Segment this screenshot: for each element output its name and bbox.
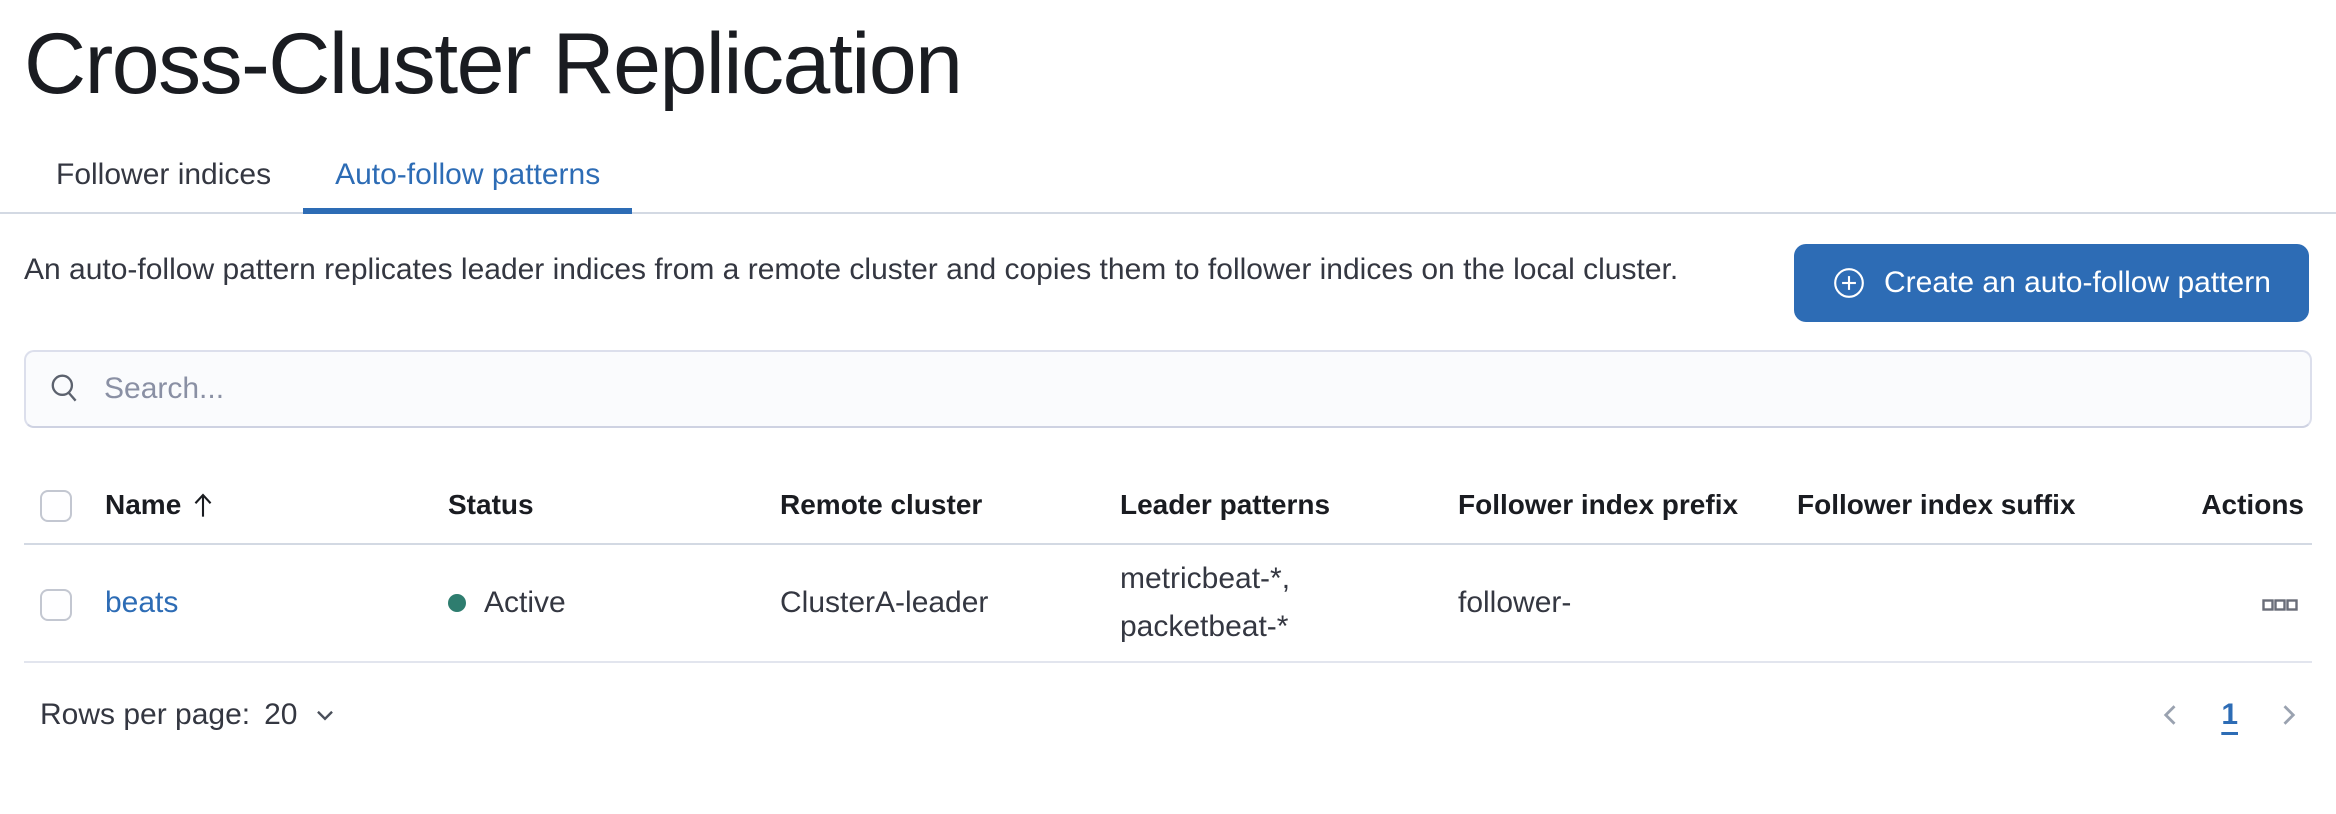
- plus-in-circle-icon: [1834, 268, 1864, 299]
- select-all-checkbox[interactable]: [40, 489, 72, 522]
- rows-per-page-value: 20: [264, 698, 298, 732]
- cross-cluster-replication-page: Cross-Cluster Replication Follower indic…: [0, 14, 2336, 814]
- tab-follower-indices[interactable]: Follower indices: [24, 157, 303, 214]
- create-auto-follow-pattern-button[interactable]: Create an auto-follow pattern: [1794, 244, 2309, 323]
- auto-follow-patterns-table: Name Status Remote cluster Leader patter…: [24, 466, 2312, 664]
- previous-page-button[interactable]: [2153, 697, 2189, 733]
- intro-section: An auto-follow pattern replicates leader…: [0, 244, 2336, 323]
- row-actions-button[interactable]: [2256, 593, 2304, 618]
- table-header-row: Name Status Remote cluster Leader patter…: [24, 466, 2312, 546]
- auto-follow-pattern-link-beats[interactable]: beats: [105, 586, 179, 620]
- page-1-button[interactable]: 1: [2215, 698, 2244, 732]
- remote-cluster-cell: ClusterA-leader: [772, 544, 1112, 664]
- status-active-dot: [448, 594, 466, 613]
- status-label: Active: [484, 586, 566, 620]
- chevron-down-icon: [316, 711, 333, 721]
- create-button-label: Create an auto-follow pattern: [1884, 266, 2271, 300]
- column-header-status: Status: [440, 466, 772, 546]
- table-row-beats: beats Active ClusterA-leader metricbeat-…: [24, 544, 2312, 664]
- tabs-bar: Follower indices Auto-follow patterns: [0, 157, 2336, 215]
- column-header-remote-cluster: Remote cluster: [772, 466, 1112, 546]
- boxes-horizontal-icon: [2262, 599, 2298, 612]
- leader-patterns-cell: metricbeat-*, packetbeat-*: [1112, 544, 1450, 664]
- column-header-follower-index-suffix: Follower index suffix: [1789, 466, 2127, 546]
- chevron-right-icon: [2283, 705, 2296, 726]
- chevron-left-icon: [2164, 705, 2176, 726]
- pagination: 1: [2153, 697, 2312, 733]
- follower-index-suffix-cell: [1789, 544, 2127, 664]
- column-header-follower-index-prefix: Follower index prefix: [1450, 466, 1789, 546]
- table-footer: Rows per page: 20 1: [0, 663, 2336, 733]
- search-input[interactable]: [102, 371, 2290, 408]
- sort-ascending-arrow-icon: [194, 493, 212, 517]
- column-header-leader-patterns: Leader patterns: [1112, 466, 1450, 546]
- rows-per-page-button[interactable]: Rows per page: 20: [24, 698, 338, 732]
- next-page-button[interactable]: [2270, 697, 2306, 733]
- row-select-checkbox[interactable]: [40, 588, 72, 621]
- column-header-actions: Actions: [2127, 466, 2312, 546]
- rows-per-page-label: Rows per page:: [40, 698, 251, 732]
- column-header-name[interactable]: Name: [97, 466, 440, 546]
- search-bar: [24, 350, 2312, 429]
- page-description: An auto-follow pattern replicates leader…: [24, 253, 1679, 287]
- page-title: Cross-Cluster Replication: [24, 16, 963, 112]
- follower-index-prefix-cell: follower-: [1450, 544, 1789, 664]
- search-icon: [51, 375, 77, 402]
- tab-auto-follow-patterns[interactable]: Auto-follow patterns: [303, 157, 633, 215]
